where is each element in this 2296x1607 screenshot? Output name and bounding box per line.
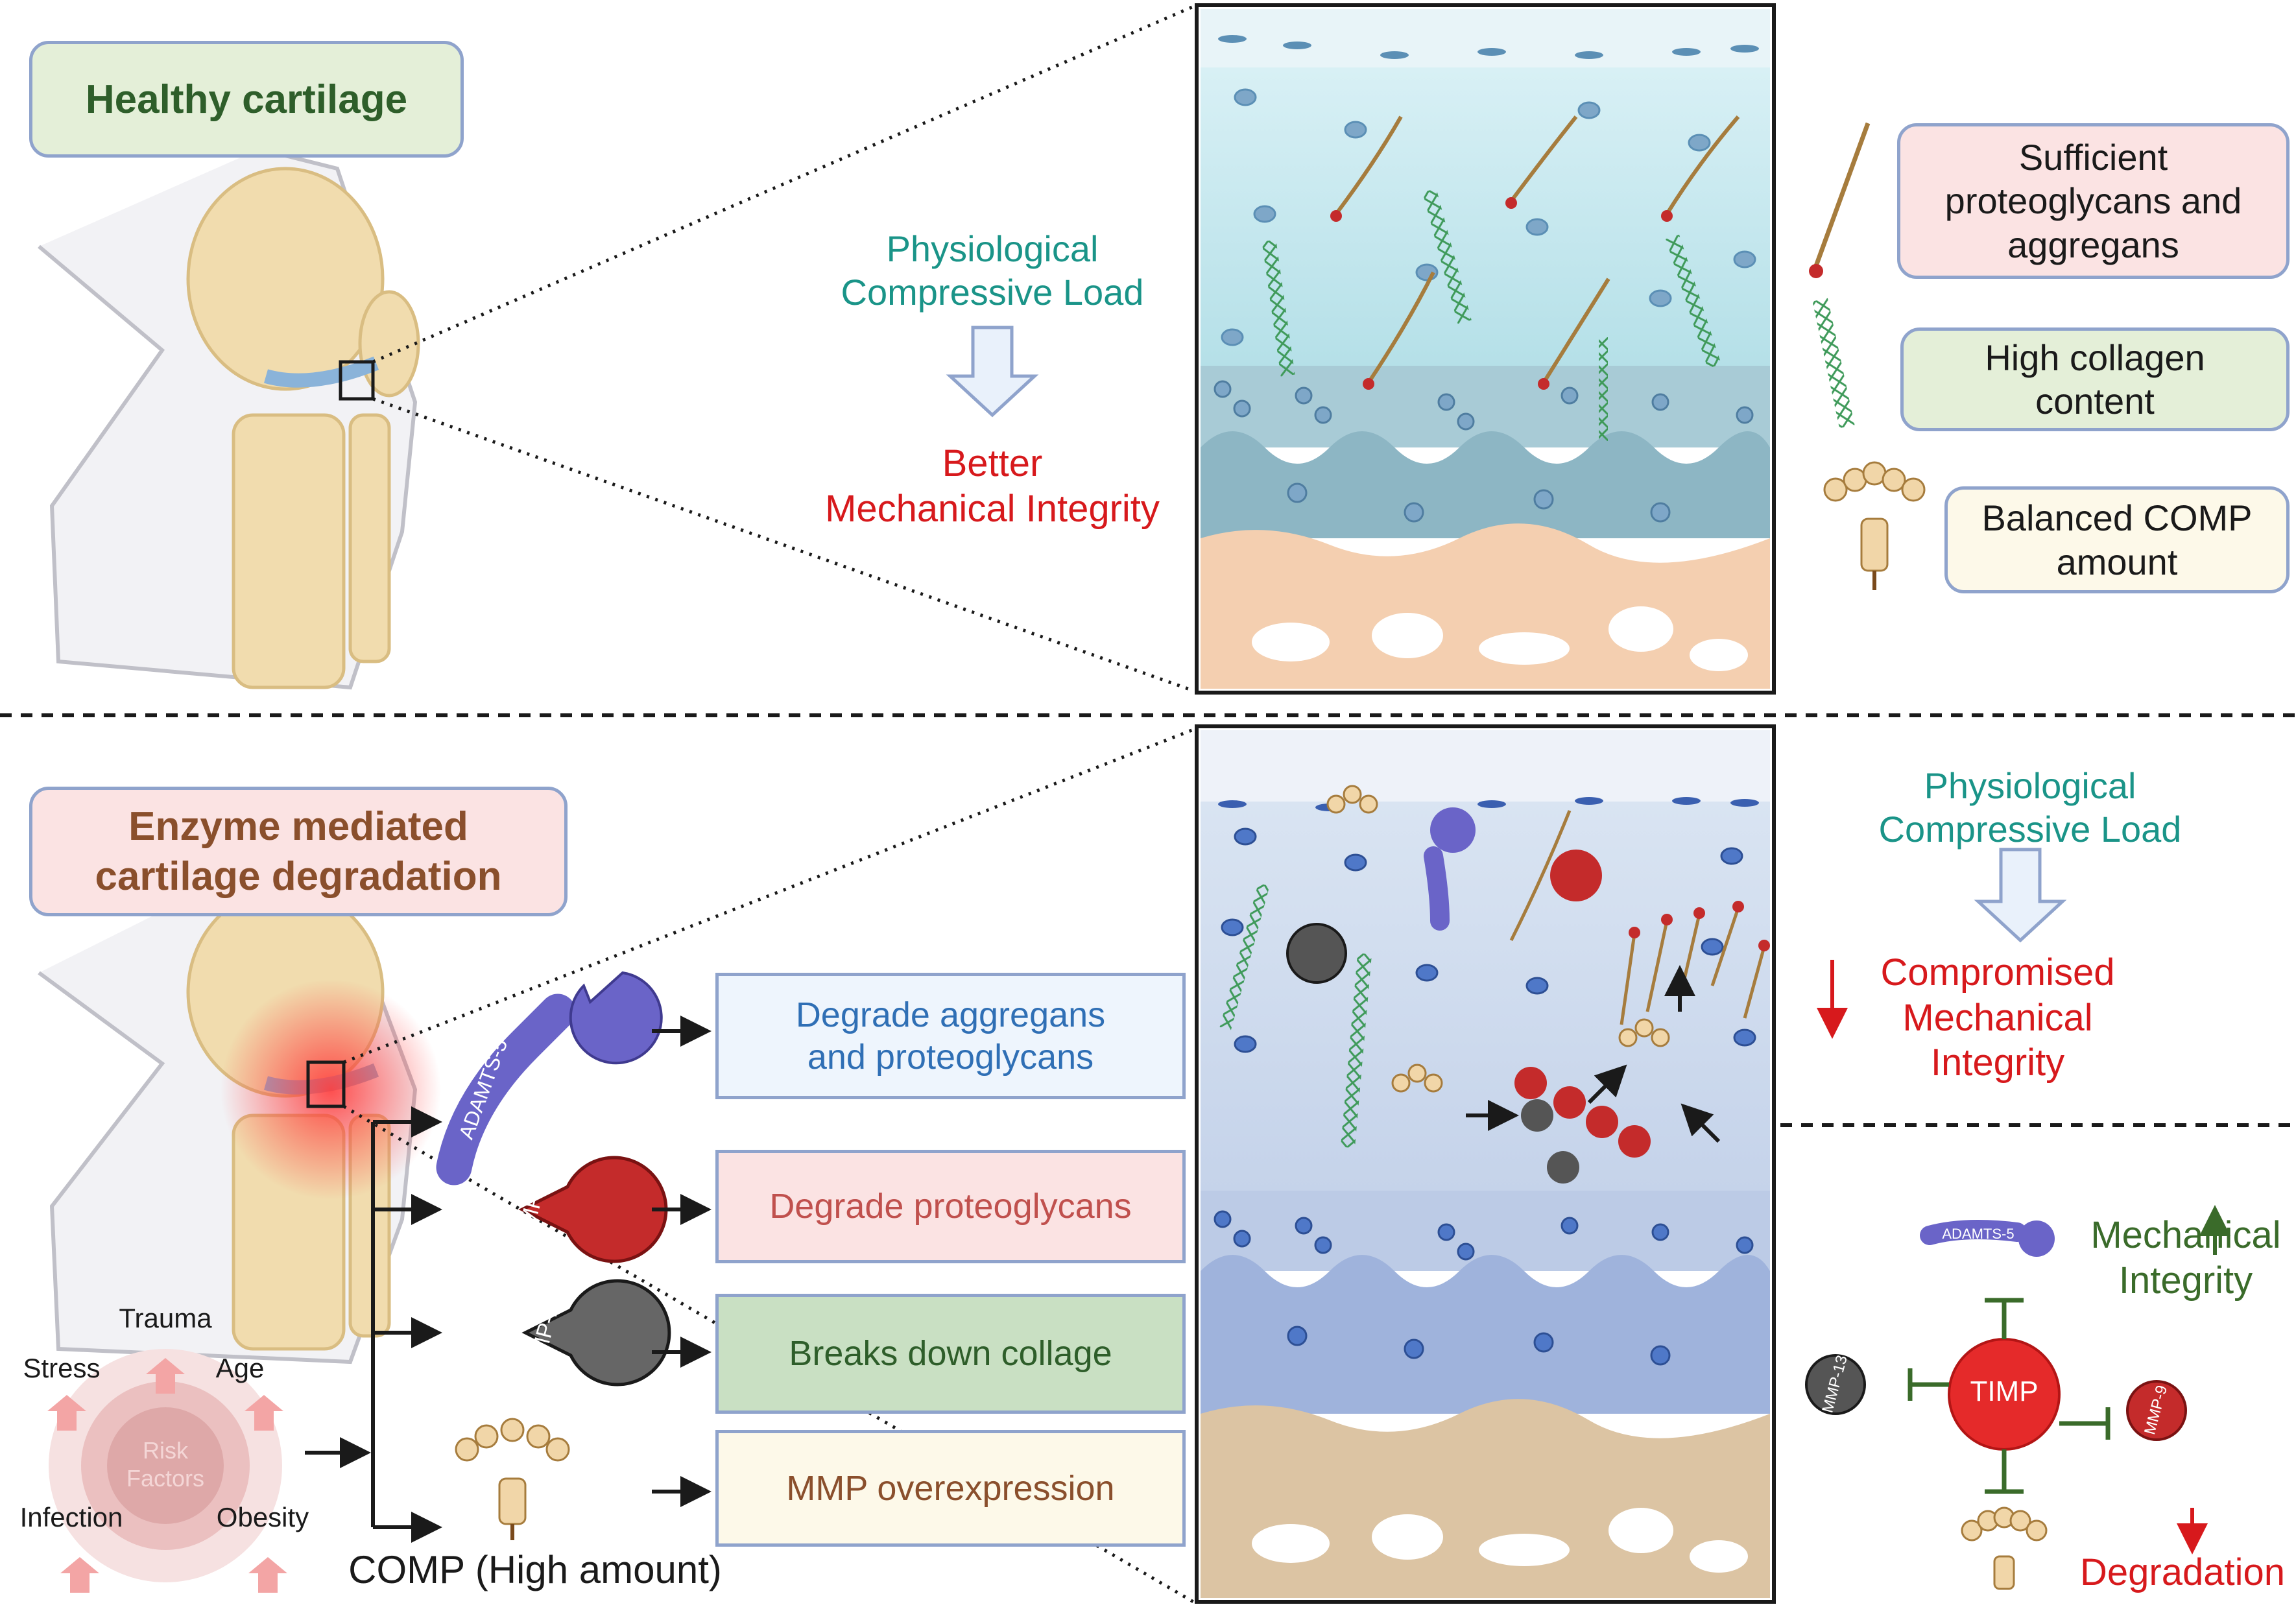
- load-arrow-healthy: [946, 326, 1039, 418]
- degraded-zoom-box: [306, 1060, 346, 1108]
- legend-collagen: High collagen content: [1900, 327, 2290, 431]
- mmp13-enzyme: [521, 1279, 671, 1387]
- legend-proteoglycans-line2: proteoglycans and: [1944, 180, 2242, 222]
- function-mmp-line1: MMP overexpression: [786, 1468, 1115, 1508]
- healthy-result-label: Better Mechanical Integrity: [785, 441, 1200, 531]
- function-aggregans-line1: Degrade aggregans: [795, 995, 1106, 1034]
- degraded-load-line1: Physiological: [1924, 765, 2136, 806]
- adamts5-enzyme: [436, 971, 663, 1185]
- legend-comp-line1: Balanced COMP: [1981, 497, 2253, 539]
- healthy-result-line1: Better: [942, 442, 1043, 484]
- risk-obesity: Obesity: [216, 1502, 309, 1532]
- degraded-title-line1: Enzyme mediated: [128, 804, 468, 849]
- comp-label: COMP (High amount): [348, 1548, 722, 1591]
- function-collagen-line1: Breaks down collage: [789, 1334, 1112, 1374]
- legend-proteoglycans-line1: Sufficient: [2018, 137, 2168, 178]
- function-mmp-overexpression: MMP overexpression: [715, 1430, 1186, 1547]
- legend-collagen-line1: High collagen: [1985, 337, 2205, 378]
- healthy-load-label: Physiological Compressive Load: [804, 227, 1180, 314]
- degraded-result-line3: Integrity: [1930, 1042, 2065, 1084]
- degraded-tissue-section: [1195, 724, 1776, 1604]
- risk-stress: Stress: [23, 1353, 101, 1383]
- risk-trauma: Trauma: [119, 1303, 212, 1333]
- healthy-zoom-box: [339, 360, 375, 401]
- legend-comp: Balanced COMP amount: [1944, 486, 2290, 593]
- degraded-title-badge: Enzyme mediated cartilage degradation: [29, 787, 568, 916]
- function-proteoglycans-line1: Degrade proteoglycans: [769, 1187, 1132, 1226]
- healthy-knee-illustration: [38, 147, 420, 690]
- zoom-line-top: [372, 5, 1194, 364]
- healthy-load-line1: Physiological: [886, 228, 1099, 269]
- healthy-tissue-section: [1195, 3, 1776, 695]
- risk-infection: Infection: [19, 1502, 123, 1532]
- enzyme-bracket: [305, 1106, 442, 1543]
- load-arrow-degraded: [1974, 848, 2067, 943]
- function-degrade-proteoglycans: Degrade proteoglycans: [715, 1150, 1186, 1263]
- timp-label: TIMP: [1970, 1375, 2039, 1407]
- legend-proteoglycans: Sufficient proteoglycans and aggregans: [1897, 123, 2290, 279]
- healthy-title-badge: Healthy cartilage: [29, 41, 464, 158]
- risk-center-label: Risk Factors: [114, 1436, 217, 1492]
- risk-factors-diagram: [47, 1349, 287, 1593]
- legend-comp-line2: amount: [2056, 541, 2178, 582]
- legend-icons: [1809, 122, 1926, 590]
- degraded-knee-illustration: [38, 861, 441, 1364]
- timp-network: [1805, 1205, 2230, 1590]
- comp-protein: [455, 1418, 570, 1540]
- timp-mech-line2: Integrity: [2118, 1259, 2253, 1302]
- legend-collagen-line2: content: [2035, 381, 2155, 422]
- timp-adamts-label: ADAMTS-5: [1942, 1226, 2015, 1242]
- healthy-title: Healthy cartilage: [85, 77, 408, 122]
- function-degrade-aggregans: Degrade aggregans and proteoglycans: [715, 973, 1186, 1099]
- degraded-result-line1: Compromised: [1880, 951, 2115, 994]
- risk-center-line1: Risk: [143, 1437, 188, 1464]
- risk-center-line2: Factors: [126, 1465, 205, 1492]
- degraded-load-label: Physiological Compressive Load: [1842, 764, 2218, 851]
- function-breaks-collagen: Breaks down collage: [715, 1294, 1186, 1414]
- legend-proteoglycans-line3: aggregans: [2007, 224, 2179, 265]
- degraded-result-line2: Mechanical: [1902, 996, 2093, 1039]
- zoom-line-top-2: [343, 728, 1194, 1064]
- timp-degradation-label: Degradation: [2080, 1551, 2285, 1593]
- risk-age: Age: [215, 1353, 265, 1383]
- timp-mech-line1: Mechanical: [2090, 1214, 2281, 1256]
- degraded-load-line2: Compressive Load: [1878, 809, 2182, 850]
- healthy-load-line2: Compressive Load: [841, 272, 1144, 313]
- function-arrows: [652, 1016, 712, 1507]
- degraded-result-label: Compromised Mechanical Integrity: [1861, 950, 2134, 1086]
- function-aggregans-line2: and proteoglycans: [807, 1037, 1094, 1077]
- degraded-title-line2: cartilage degradation: [95, 854, 502, 899]
- healthy-result-line2: Mechanical Integrity: [825, 487, 1160, 530]
- timp-mech-label: Mechanical Integrity: [2075, 1213, 2296, 1303]
